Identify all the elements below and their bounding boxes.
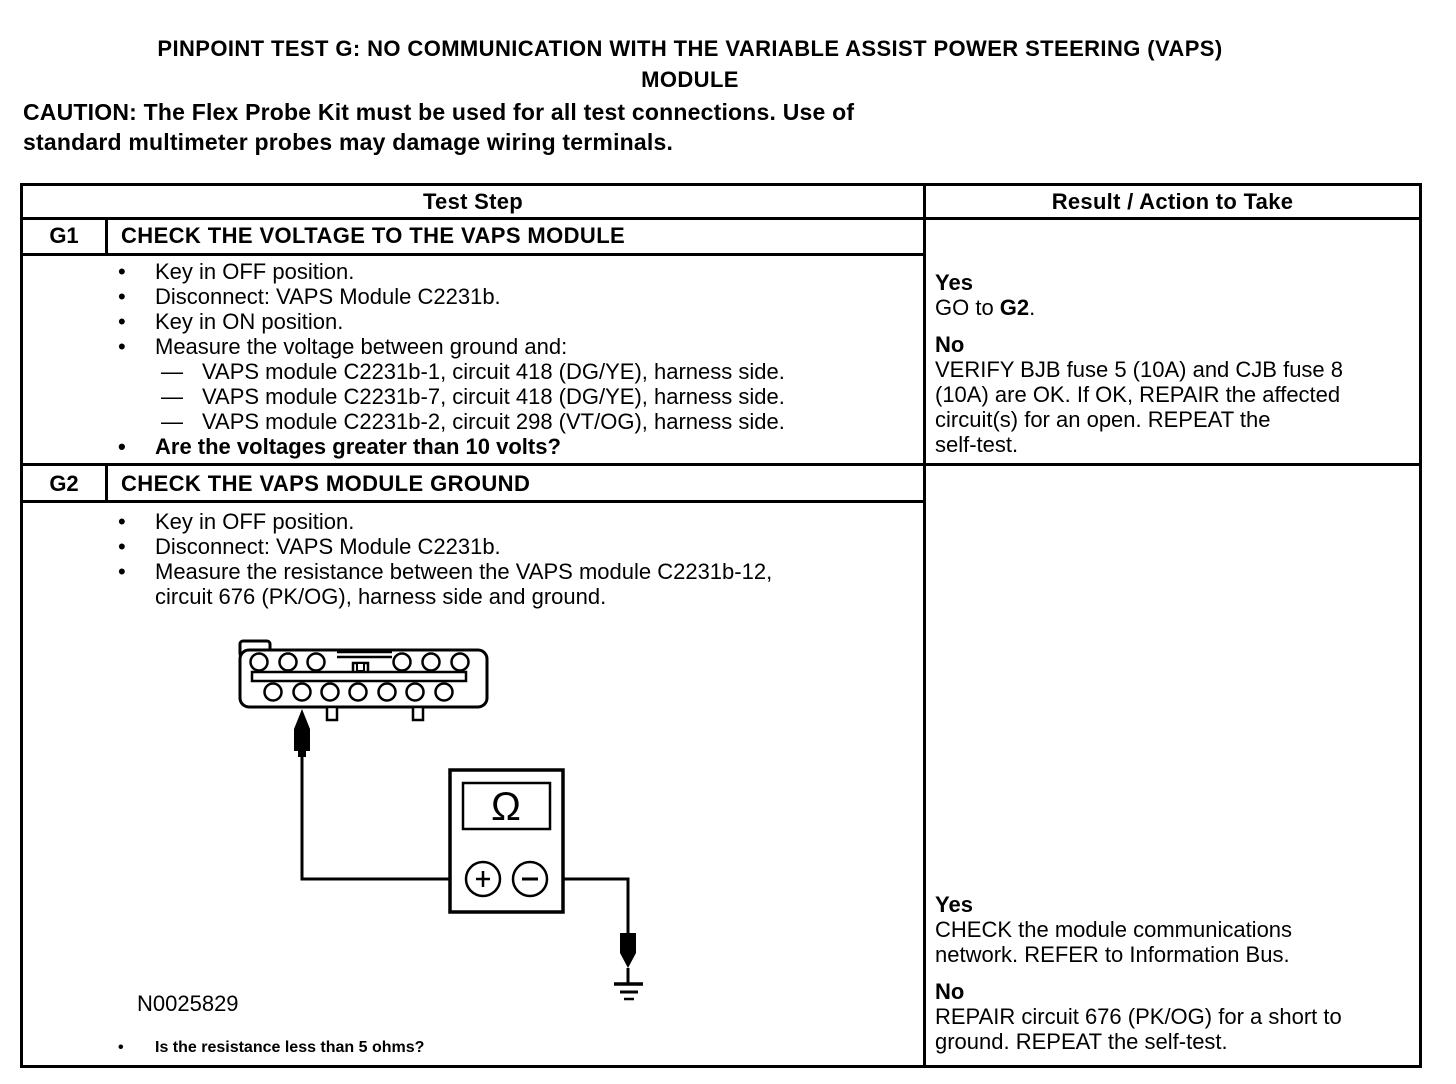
- step-id-g1: G1: [49, 223, 79, 248]
- g2-label-divider: [105, 463, 108, 503]
- sub-list-item: — VAPS module C2231b-2, circuit 298 (VT/…: [161, 409, 923, 434]
- bullet-marker: •: [118, 509, 126, 534]
- connector-pin-12: [292, 682, 312, 702]
- ground-symbol: [614, 982, 643, 1001]
- list-item: • Disconnect: VAPS Module C2231b.: [118, 534, 923, 559]
- g1-label-divider: [105, 217, 108, 256]
- result-yes-suffix: .: [1029, 295, 1036, 320]
- connector-latch-notch: [356, 662, 365, 672]
- connector-pin: [392, 652, 412, 672]
- g1-g2-row-rule: [23, 463, 1419, 466]
- result-yes-label: Yes: [935, 892, 973, 917]
- step-title-g1: CHECK THE VOLTAGE TO THE VAPS MODULE: [121, 223, 626, 248]
- connector-mount-leg: [411, 705, 425, 722]
- ohm-symbol: Ω: [491, 785, 521, 829]
- multimeter-display: [461, 781, 552, 831]
- list-item-text: Measure the resistance between the VAPS …: [155, 559, 773, 609]
- step-title-g2: CHECK THE VAPS MODULE GROUND: [121, 471, 531, 496]
- result-no-text: VERIFY BJB fuse 5 (10A) and CJB fuse 8 (…: [935, 357, 1344, 457]
- caution-note: CAUTION: The Flex Probe Kit must be used…: [23, 99, 855, 155]
- g1-instruction-list: • Key in OFF position. • Disconnect: VAP…: [118, 259, 923, 459]
- connector-pin: [405, 682, 425, 702]
- dash-marker: —: [161, 409, 183, 434]
- connector-pin: [450, 652, 470, 672]
- connector-pin: [421, 652, 441, 672]
- sub-list-item-text: VAPS module C2231b-2, circuit 298 (VT/OG…: [202, 409, 785, 434]
- wiring-diagram: Ω N0025829: [137, 639, 643, 1016]
- bullet-marker: •: [118, 334, 126, 359]
- list-item-text: Disconnect: VAPS Module C2231b.: [155, 534, 501, 559]
- probe-to-meter-wire: [300, 757, 483, 881]
- connector-pin: [434, 682, 454, 702]
- connector-pin: [377, 682, 397, 702]
- list-item: • Key in ON position.: [118, 309, 923, 334]
- step-question: • Are the voltages greater than 10 volts…: [118, 434, 923, 459]
- list-item-text: Key in OFF position.: [155, 259, 355, 284]
- result-yes-prefix: GO to: [935, 295, 1000, 320]
- connector-pin: [306, 652, 326, 672]
- bullet-marker: •: [118, 309, 126, 334]
- connector-mount-leg: [325, 705, 339, 722]
- sub-list-item: — VAPS module C2231b-1, circuit 418 (DG/…: [161, 359, 923, 384]
- list-item-text: Measure the voltage between ground and:: [155, 334, 568, 359]
- connector-pin: [263, 682, 283, 702]
- step-question-text: Are the voltages greater than 10 volts?: [155, 434, 561, 459]
- list-item: • Measure the resistance between the VAP…: [118, 559, 923, 609]
- g2-question-row: • Is the resistance less than 5 ohms?: [118, 1035, 923, 1060]
- connector-center-rail: [250, 670, 468, 683]
- test-probe-icon: [294, 709, 310, 757]
- list-item-text: Disconnect: VAPS Module C2231b.: [155, 284, 501, 309]
- result-column-header: Result / Action to Take: [1051, 189, 1294, 214]
- g2-title-bottom-rule: [23, 500, 926, 503]
- step-id-g2: G2: [49, 471, 79, 496]
- list-item: • Disconnect: VAPS Module C2231b.: [118, 284, 923, 309]
- g1-result-cell: Yes GO to G2. No VERIFY BJB fuse 5 (10A)…: [935, 220, 1417, 460]
- result-yes-label: Yes: [935, 270, 973, 295]
- list-item: • Measure the voltage between ground and…: [118, 334, 923, 359]
- bullet-marker: •: [118, 259, 126, 284]
- figure-label: N0025829: [137, 991, 239, 1016]
- test-step-column-header: Test Step: [422, 189, 524, 214]
- header-bottom-rule: [23, 217, 1419, 220]
- result-no-text: REPAIR circuit 676 (PK/OG) for a short t…: [935, 1004, 1342, 1054]
- result-no-label: No: [935, 332, 965, 357]
- result-no-label: No: [935, 979, 965, 1004]
- bullet-marker: •: [118, 559, 126, 584]
- result-yes-target-step: G2: [999, 295, 1030, 320]
- list-item-text: Key in OFF position.: [155, 509, 355, 534]
- bullet-marker: •: [118, 1039, 124, 1056]
- sub-list-item: — VAPS module C2231b-7, circuit 418 (DG/…: [161, 384, 923, 409]
- bullet-marker: •: [118, 284, 126, 309]
- page-title: PINPOINT TEST G: NO COMMUNICATION WITH T…: [157, 36, 1223, 92]
- dash-marker: —: [161, 384, 183, 409]
- pinpoint-test-table: Test Step Result / Action to Take G1 CHE…: [20, 183, 1422, 1068]
- dash-marker: —: [161, 359, 183, 384]
- list-item-text: Key in ON position.: [155, 309, 344, 334]
- connector-pin: [320, 682, 340, 702]
- bullet-marker: •: [118, 434, 126, 459]
- connector-pin: [278, 652, 298, 672]
- column-divider: [923, 186, 926, 1065]
- connector-pin: [348, 682, 368, 702]
- sub-list-item-text: VAPS module C2231b-7, circuit 418 (DG/YE…: [202, 384, 785, 409]
- g1-title-bottom-rule: [23, 253, 926, 256]
- step-question-text: Is the resistance less than 5 ohms?: [155, 1039, 425, 1056]
- list-item: • Key in OFF position.: [118, 509, 923, 534]
- connector-pin: [249, 652, 269, 672]
- g2-result-cell: Yes CHECK the module communications netw…: [935, 466, 1417, 1058]
- sub-list-item-text: VAPS module C2231b-1, circuit 418 (DG/YE…: [202, 359, 785, 384]
- bullet-marker: •: [118, 534, 126, 559]
- vaps-connector-illustration: [238, 639, 489, 722]
- list-item: • Key in OFF position.: [118, 259, 923, 284]
- ground-probe-icon: [620, 933, 636, 968]
- result-yes-text: GO to G2.: [935, 295, 1417, 320]
- multimeter-illustration: Ω: [448, 768, 565, 914]
- g2-instruction-list: • Key in OFF position. • Disconnect: VAP…: [118, 509, 923, 609]
- result-yes-text: CHECK the module communications network.…: [935, 917, 1293, 967]
